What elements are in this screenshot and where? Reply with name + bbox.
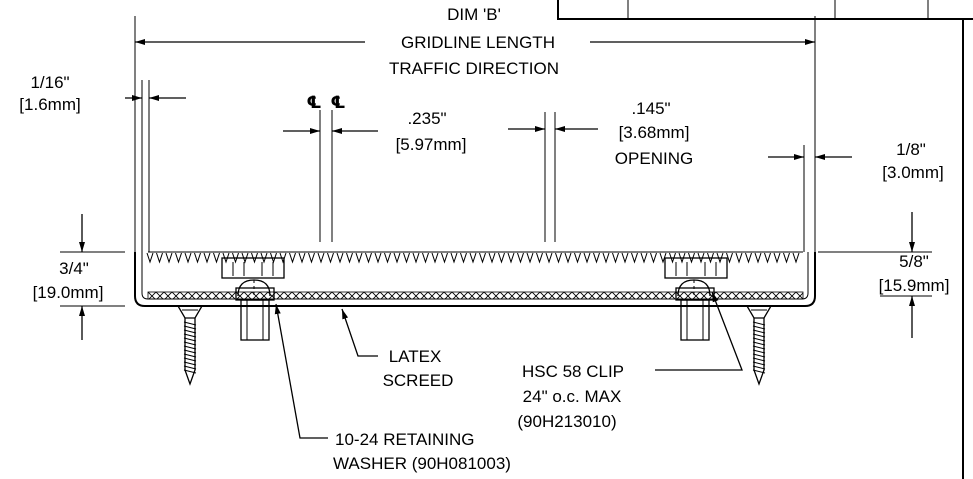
extension-lines [60, 16, 932, 307]
latex-screed [147, 291, 804, 300]
grid-bar-profiles [146, 251, 803, 264]
gridline-length-label: GRIDLINE LENGTH [401, 33, 555, 52]
five-eighth-inch-label: 5/8" [899, 252, 929, 271]
depth-inch-label: 3/4" [59, 259, 89, 278]
bar-width-inch-label: .235" [407, 109, 446, 128]
sixteenth-mm-label: [1.6mm] [19, 95, 80, 114]
anchor-screw-right [745, 305, 773, 386]
screed-label: SCREED [383, 371, 454, 390]
clip-name-label: HSC 58 CLIP [522, 362, 624, 381]
leader-lines [274, 291, 743, 439]
opening-mm-label: [3.68mm] [619, 123, 690, 142]
screw-threads [183, 321, 766, 374]
screw-thread-marks [183, 321, 197, 374]
opening-word-label: OPENING [615, 149, 693, 168]
centerline-symbol-2: ℄ [330, 93, 345, 113]
screw-thread-marks [752, 321, 766, 374]
clip-assembly-left [221, 257, 285, 341]
dim-b-label: DIM 'B' [447, 5, 501, 24]
dimension-lines [79, 39, 915, 340]
grid-bars [146, 251, 803, 264]
bar-width-mm-label: [5.97mm] [396, 135, 467, 154]
opening-inch-label: .145" [631, 99, 670, 118]
centerline-symbol-1: ℄ [306, 93, 321, 113]
five-eighth-mm-label: [15.9mm] [879, 276, 950, 295]
title-block-fragment [557, 0, 973, 479]
anchor-screw-left [176, 305, 204, 386]
clip-spacing-label: 24" o.c. MAX [523, 387, 622, 406]
eighth-mm-label: [3.0mm] [882, 163, 943, 182]
washer-part-number-label: WASHER (90H081003) [333, 454, 511, 473]
sixteenth-inch-label: 1/16" [30, 73, 69, 92]
clip-assembly-right [664, 257, 728, 341]
washer-name-label: 10-24 RETAINING [335, 430, 475, 449]
latex-label: LATEX [389, 347, 442, 366]
traffic-direction-label: TRAFFIC DIRECTION [389, 59, 559, 78]
eighth-inch-label: 1/8" [896, 140, 926, 159]
depth-mm-label: [19.0mm] [33, 283, 104, 302]
clip-part-number-label: (90H213010) [517, 412, 616, 431]
